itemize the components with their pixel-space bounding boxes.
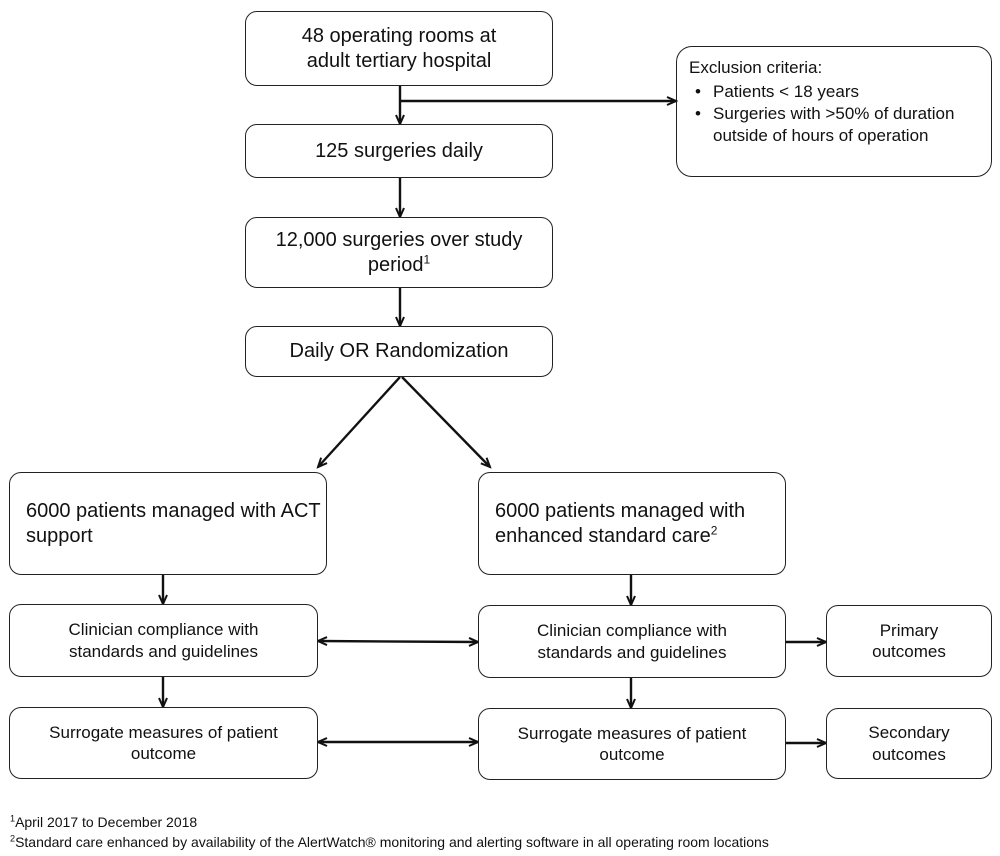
footnote-2-mark: 2 — [10, 833, 16, 844]
operating-rooms-box: 48 operating rooms at adult tertiary hos… — [245, 11, 553, 86]
footnote-marker-1: 1 — [423, 251, 431, 266]
surgeries-daily-text: 125 surgeries daily — [315, 139, 483, 162]
exclusion-criteria-title: Exclusion criteria: — [689, 58, 823, 77]
footnote-2: 2Standard care enhanced by availability … — [10, 832, 769, 852]
act-support-box: 6000 patients managed with ACT support — [9, 472, 327, 575]
exclusion-criteria-box: Exclusion criteria: Patients < 18 years … — [676, 46, 992, 177]
standard-care-label: 6000 patients managed with enhanced stan… — [495, 499, 746, 547]
exclusion-criteria-list: Patients < 18 years Surgeries with >50% … — [689, 81, 979, 147]
surrogate-box-act: Surrogate measures of patient outcome — [9, 707, 318, 779]
surrogate-text-standard: Surrogate measures of patient outcome — [517, 723, 747, 764]
secondary-outcomes-box: Secondary outcomes — [826, 708, 992, 779]
footnote-1: 1April 2017 to December 2018 — [10, 812, 769, 832]
primary-outcomes-text: Primary outcomes — [872, 620, 946, 661]
footnote-marker-2: 2 — [710, 522, 718, 537]
randomization-box: Daily OR Randomization — [245, 326, 553, 377]
operating-rooms-text: 48 operating rooms at adult tertiary hos… — [301, 24, 497, 72]
compliance-box-standard: Clinician compliance with standards and … — [478, 605, 786, 678]
secondary-outcomes-text: Secondary outcomes — [868, 723, 950, 764]
primary-outcomes-box: Primary outcomes — [826, 605, 992, 677]
exclusion-item-age: Patients < 18 years — [695, 81, 979, 103]
footnotes: 1April 2017 to December 2018 2Standard c… — [10, 812, 769, 853]
surrogate-box-standard: Surrogate measures of patient outcome — [478, 708, 786, 780]
randomization-text: Daily OR Randomization — [289, 340, 509, 362]
surrogate-text-act: Surrogate measures of patient outcome — [49, 722, 278, 763]
study-period-text: 12,000 surgeries over study period1 — [254, 228, 544, 278]
footnote-2-text: Standard care enhanced by availability o… — [15, 834, 769, 851]
study-period-label: 12,000 surgeries over study period — [275, 228, 523, 276]
compliance-box-act: Clinician compliance with standards and … — [9, 604, 318, 677]
footnote-1-text: April 2017 to December 2018 — [15, 814, 198, 830]
exclusion-item-duration: Surgeries with >50% of duration outside … — [695, 103, 979, 147]
footnote-1-mark: 1 — [10, 813, 16, 824]
study-period-box: 12,000 surgeries over study period1 — [245, 217, 553, 288]
surgeries-daily-box: 125 surgeries daily — [245, 124, 553, 178]
standard-care-box: 6000 patients managed with enhanced stan… — [478, 472, 786, 575]
act-support-text: 6000 patients managed with ACT support — [26, 499, 321, 547]
standard-care-text: 6000 patients managed with enhanced stan… — [495, 499, 780, 549]
arrow-randomization-to-act — [318, 376, 401, 467]
arrow-randomization-to-standard — [401, 376, 490, 467]
compliance-text-standard: Clinician compliance with standards and … — [537, 621, 727, 662]
compliance-text-act: Clinician compliance with standards and … — [68, 620, 259, 661]
arrow-compliance-compare — [318, 641, 478, 642]
